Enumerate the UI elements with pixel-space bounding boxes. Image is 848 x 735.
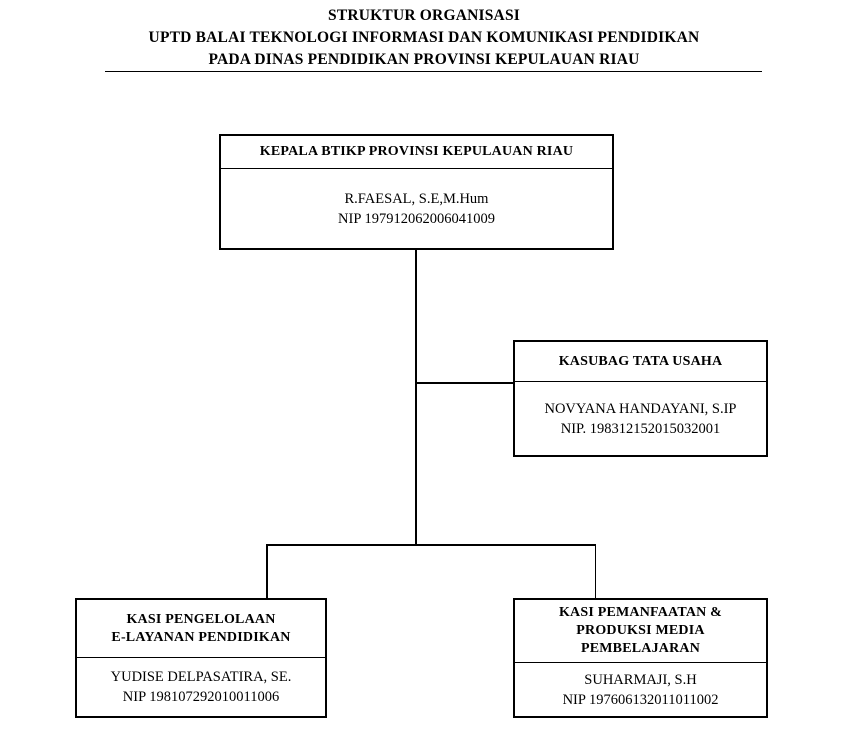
node-kasi-pengelolaan-nip: NIP 198107292010011006 bbox=[122, 689, 280, 705]
node-kepala-nip: NIP 197912062006041009 bbox=[338, 210, 495, 227]
node-kasi-pemanfaatan-name: SUHARMAJI, S.H bbox=[584, 671, 697, 688]
node-kasi-pengelolaan: KASI PENGELOLAAN E-LAYANAN PENDIDIKAN YU… bbox=[75, 598, 327, 718]
node-kasubag: KASUBAG TATA USAHA NOVYANA HANDAYANI, S.… bbox=[513, 340, 768, 457]
node-kasubag-title-text: KASUBAG TATA USAHA bbox=[558, 353, 723, 369]
node-kasubag-title: KASUBAG TATA USAHA bbox=[515, 342, 766, 382]
connector-drop-left bbox=[266, 544, 268, 598]
connector-bottom-rail bbox=[266, 544, 596, 546]
node-kepala-name: R.FAESAL, S.E,M.Hum bbox=[344, 190, 489, 207]
node-kasi-pengelolaan-body: YUDISE DELPASATIRA, SE. NIP 198107292010… bbox=[77, 658, 325, 716]
node-kasi-pemanfaatan-nip: NIP 197606132011011002 bbox=[562, 691, 719, 708]
title-line-2: UPTD BALAI TEKNOLOGI INFORMASI DAN KOMUN… bbox=[148, 29, 700, 46]
node-kepala-title: KEPALA BTIKP PROVINSI KEPULAUAN RIAU bbox=[221, 136, 612, 169]
node-kasi-pengelolaan-name: YUDISE DELPASATIRA, SE. bbox=[110, 669, 292, 685]
node-kasi-pemanfaatan-title-line1: KASI PEMANFAATAN & bbox=[558, 605, 723, 620]
node-kasi-pemanfaatan-body: SUHARMAJI, S.H NIP 197606132011011002 bbox=[515, 663, 766, 716]
node-kasi-pengelolaan-title-line2: E-LAYANAN PENDIDIKAN bbox=[111, 629, 291, 645]
node-kasubag-body: NOVYANA HANDAYANI, S.IP NIP. 19831215201… bbox=[515, 382, 766, 455]
node-kepala-body: R.FAESAL, S.E,M.Hum NIP 1979120620060410… bbox=[221, 169, 612, 248]
page-title: STRUKTUR ORGANISASI UPTD BALAI TEKNOLOGI… bbox=[0, 5, 848, 71]
connector-spine-vertical bbox=[415, 250, 417, 544]
title-line-3: PADA DINAS PENDIDIKAN PROVINSI KEPULAUAN… bbox=[208, 51, 640, 68]
connector-kasubag-branch bbox=[416, 382, 513, 384]
node-kasi-pemanfaatan-title-line3: PEMBELAJARAN bbox=[580, 641, 701, 656]
title-line-1: STRUKTUR ORGANISASI bbox=[328, 7, 520, 24]
node-kasi-pemanfaatan-title: KASI PEMANFAATAN & PRODUKSI MEDIA PEMBEL… bbox=[515, 600, 766, 663]
node-kepala: KEPALA BTIKP PROVINSI KEPULAUAN RIAU R.F… bbox=[219, 134, 614, 250]
node-kasi-pemanfaatan-title-line2: PRODUKSI MEDIA bbox=[576, 623, 705, 638]
node-kasi-pengelolaan-title: KASI PENGELOLAAN E-LAYANAN PENDIDIKAN bbox=[77, 600, 325, 658]
node-kasi-pengelolaan-title-line1: KASI PENGELOLAAN bbox=[126, 611, 276, 627]
node-kepala-title-text: KEPALA BTIKP PROVINSI KEPULAUAN RIAU bbox=[259, 144, 574, 159]
node-kasubag-name: NOVYANA HANDAYANI, S.IP bbox=[544, 400, 737, 417]
node-kasi-pemanfaatan: KASI PEMANFAATAN & PRODUKSI MEDIA PEMBEL… bbox=[513, 598, 768, 718]
title-underline bbox=[105, 71, 762, 72]
node-kasubag-nip: NIP. 198312152015032001 bbox=[560, 420, 721, 437]
connector-drop-right bbox=[594, 544, 596, 598]
